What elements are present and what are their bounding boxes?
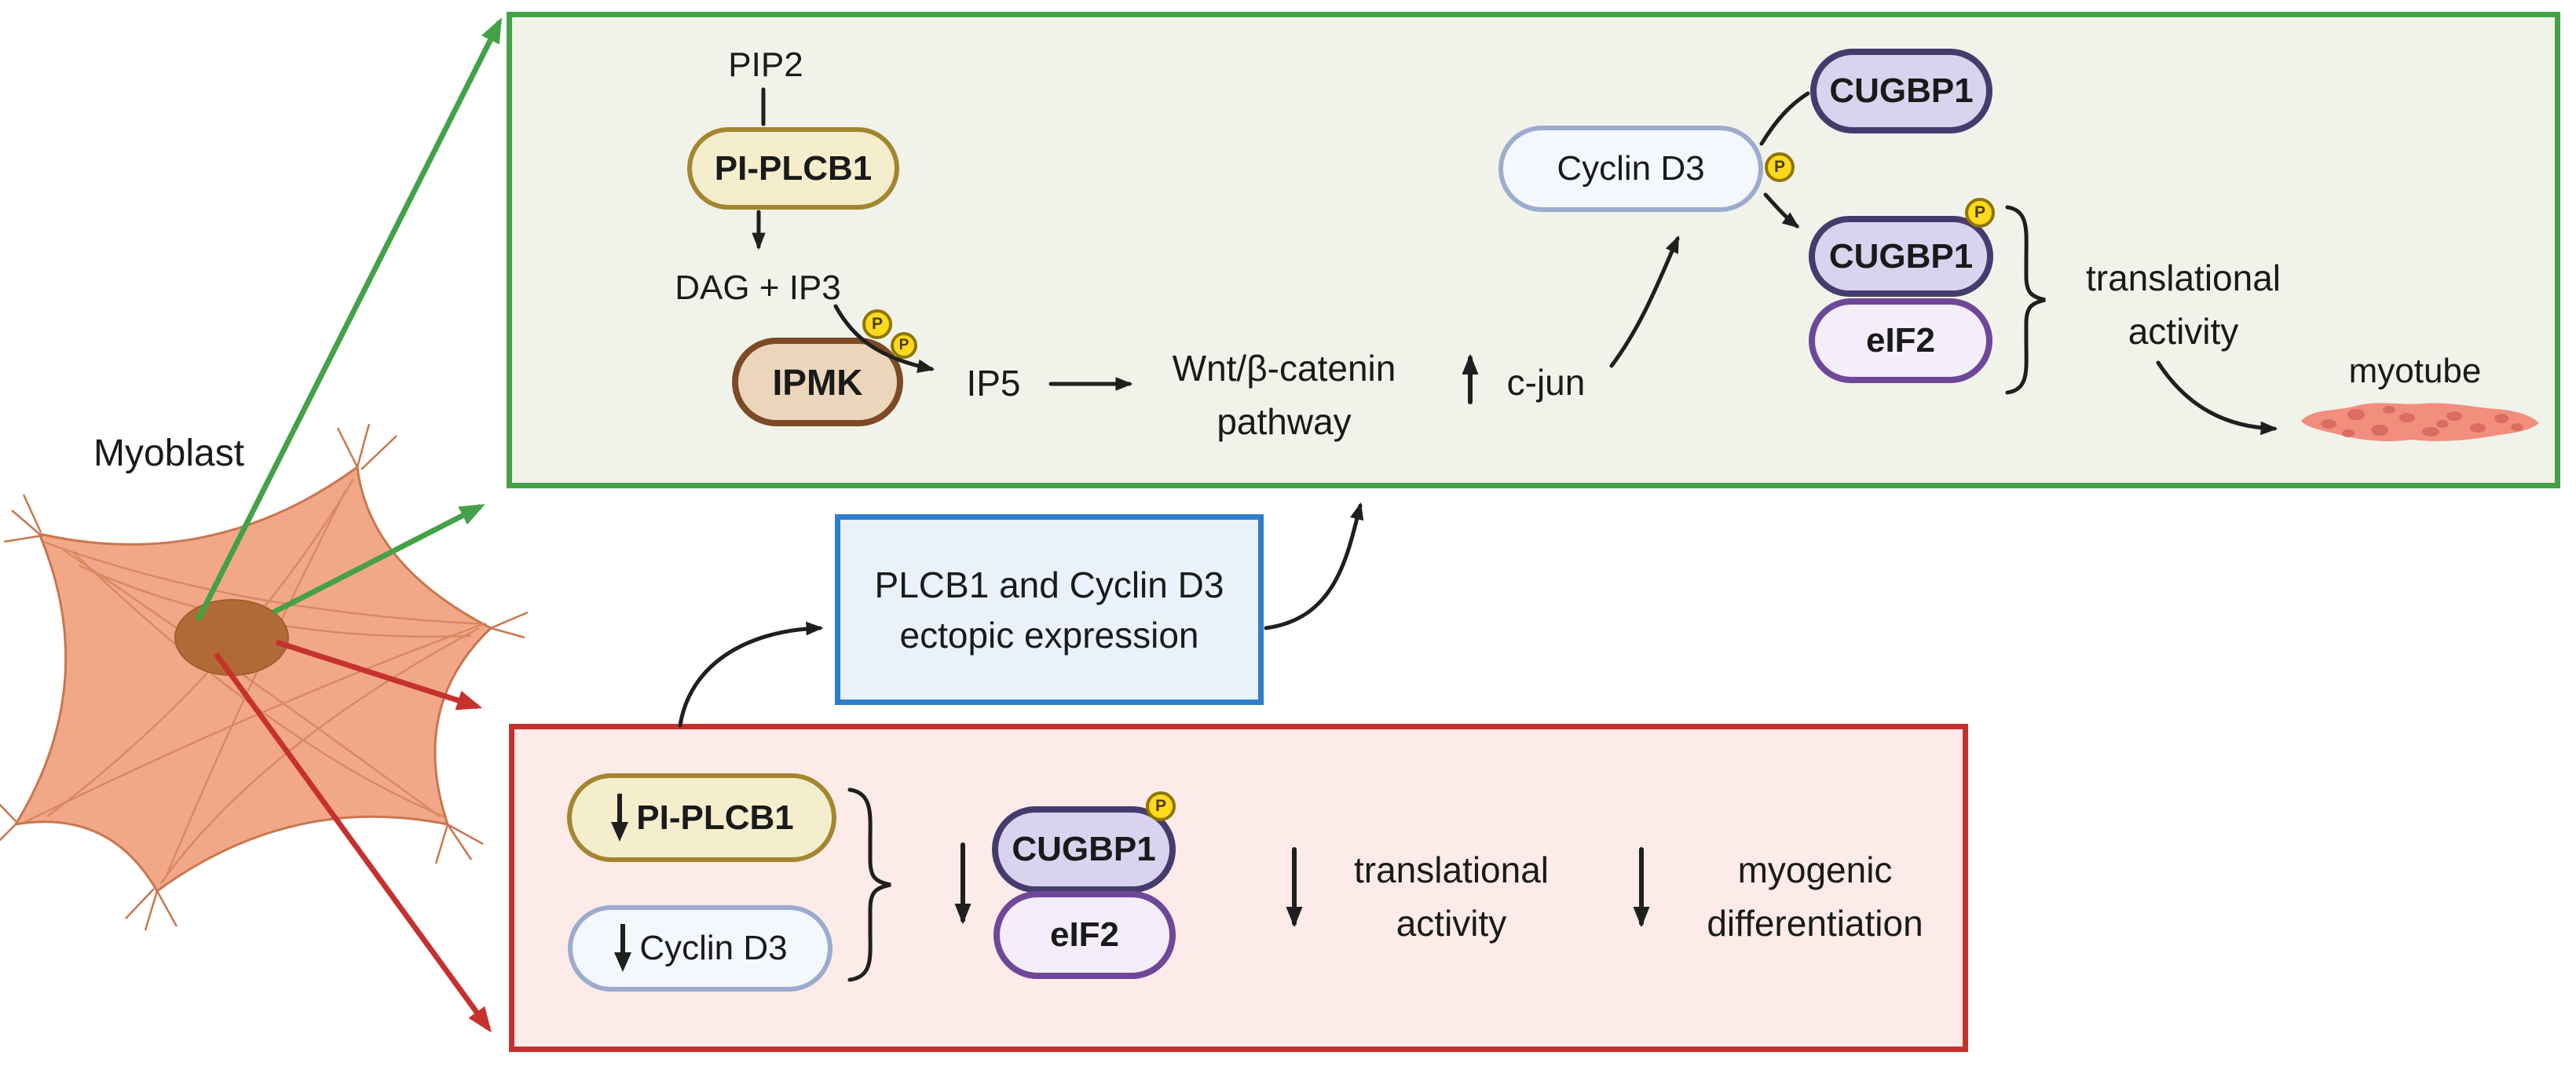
knockdown-cugbp1-label: CUGBP1 bbox=[1012, 830, 1156, 868]
eif2-node: eIF2 bbox=[1809, 298, 1992, 383]
wnt-pathway-label: Wnt/β-catenin pathway bbox=[1172, 347, 1396, 442]
ectopic-to-greenpanel-arrow bbox=[1264, 502, 1364, 630]
knockdown-cugbp1-node: CUGBP1 bbox=[992, 806, 1176, 893]
knockdown-cyclin-d3-label: Cyclin D3 bbox=[639, 929, 788, 967]
phosphate-badge: P bbox=[1765, 152, 1795, 182]
cugbp1-bound-node: CUGBP1 bbox=[1809, 216, 1993, 297]
pi-plcb1-node: PI-PLCB1 bbox=[687, 127, 899, 210]
phosphate-badge: P bbox=[1146, 791, 1176, 821]
ipmk-node: IPMK bbox=[732, 338, 903, 426]
cugbp1-free-node: CUGBP1 bbox=[1810, 49, 1992, 133]
dag-ip3-label: DAG + IP3 bbox=[675, 268, 841, 307]
knockdown-pi-plcb1-node: PI-PLCB1 bbox=[567, 773, 836, 862]
phosphate-badge: P bbox=[862, 309, 892, 339]
c-jun-label: c-jun bbox=[1506, 362, 1586, 403]
down-arrow-icon bbox=[614, 924, 632, 972]
cyclin-d3-label: Cyclin D3 bbox=[1557, 149, 1705, 188]
translational-activity-label: translational activity bbox=[2085, 258, 2281, 352]
cell-to-green-panel-arrow-bottom bbox=[272, 503, 485, 616]
down-arrow-icon bbox=[611, 793, 629, 842]
eif2-label: eIF2 bbox=[1865, 321, 1936, 360]
knockdown-eif2-node: eIF2 bbox=[993, 891, 1176, 979]
phosphate-badge: P bbox=[1965, 198, 1995, 228]
cyclin-d3-node: Cyclin D3 bbox=[1498, 126, 1763, 212]
cugbp1-bound-label: CUGBP1 bbox=[1828, 236, 1974, 276]
phosphate-badge: P bbox=[891, 332, 917, 359]
cell-to-green-panel-arrow-top bbox=[195, 17, 503, 622]
redpanel-to-ectopic-arrow bbox=[678, 621, 824, 728]
myoblast-label: Myoblast bbox=[93, 433, 245, 474]
pip2-label: PIP2 bbox=[728, 46, 803, 84]
cell-to-red-panel-arrow-top bbox=[275, 639, 483, 711]
ectopic-expression-box: PLCB1 and Cyclin D3 ectopic expression bbox=[835, 514, 1264, 705]
knockdown-translational-activity-label: translational activity bbox=[1353, 849, 1550, 944]
cell-to-red-panel-arrow-bottom bbox=[214, 652, 492, 1033]
pi-plcb1-label: PI-PLCB1 bbox=[714, 148, 873, 188]
knockdown-pi-plcb1-label: PI-PLCB1 bbox=[636, 798, 794, 837]
ectopic-expression-label: PLCB1 and Cyclin D3 ectopic expression bbox=[874, 564, 1224, 656]
myotube-label: myotube bbox=[2348, 352, 2482, 390]
cugbp1-free-label: CUGBP1 bbox=[1829, 71, 1974, 110]
myoblast-cell-illustration bbox=[0, 423, 529, 931]
knockdown-cyclin-d3-node: Cyclin D3 bbox=[568, 905, 832, 992]
ipmk-label: IPMK bbox=[772, 361, 863, 403]
knockdown-eif2-label: eIF2 bbox=[1049, 915, 1120, 954]
myogenic-differentiation-label: myogenic differentiation bbox=[1707, 849, 1923, 944]
ip5-label: IP5 bbox=[966, 363, 1021, 404]
